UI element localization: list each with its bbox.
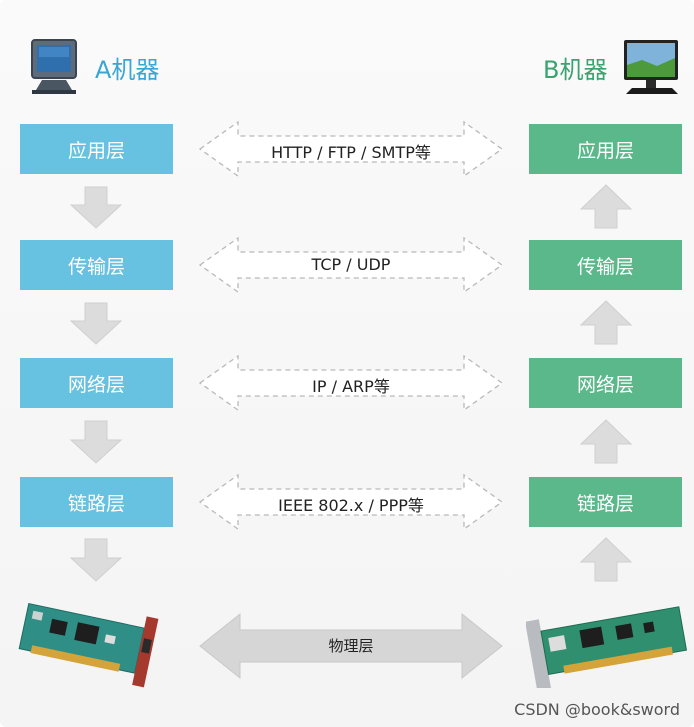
protocol-label-network: IP / ARP等 — [312, 377, 390, 396]
up-arrow-icon — [579, 184, 633, 229]
protocol-arrow-link — [198, 473, 504, 531]
machine-a-transport-layer: 传输层 — [20, 240, 173, 290]
machine-b-transport-layer: 传输层 — [529, 240, 682, 290]
network-card-icon — [18, 602, 159, 688]
machine-b-link-layer: 链路层 — [529, 477, 682, 527]
protocol-label-transport: TCP / UDP — [311, 255, 391, 274]
up-arrow-icon — [579, 300, 633, 345]
up-arrow-icon — [579, 419, 633, 464]
down-arrow-icon — [69, 186, 123, 229]
protocol-arrow-network — [198, 354, 504, 412]
machine-b-network-layer: 网络层 — [529, 358, 682, 408]
machine-b-application-layer: 应用层 — [529, 124, 682, 174]
down-arrow-icon — [69, 538, 123, 582]
protocol-label-link: IEEE 802.x / PPP等 — [278, 496, 424, 515]
machine-a-application-layer: 应用层 — [20, 124, 173, 174]
protocol-arrow-transport — [198, 236, 504, 294]
up-arrow-icon — [579, 537, 633, 582]
lcd-monitor-icon — [624, 40, 678, 94]
watermark: CSDN @book&sword — [514, 700, 680, 719]
protocol-arrow-application — [198, 120, 504, 178]
machine-b-title: B机器 — [543, 56, 608, 84]
down-arrow-icon — [69, 420, 123, 464]
network-card-icon — [526, 606, 688, 688]
machine-a-network-layer: 网络层 — [20, 358, 173, 408]
down-arrow-icon — [69, 302, 123, 345]
physical-layer-label: 物理层 — [328, 637, 374, 655]
physical-layer-arrow — [199, 612, 503, 680]
crt-monitor-icon — [31, 39, 77, 94]
machine-a-link-layer: 链路层 — [20, 477, 173, 527]
machine-a-title: A机器 — [95, 56, 160, 84]
protocol-label-application: HTTP / FTP / SMTP等 — [271, 143, 431, 162]
